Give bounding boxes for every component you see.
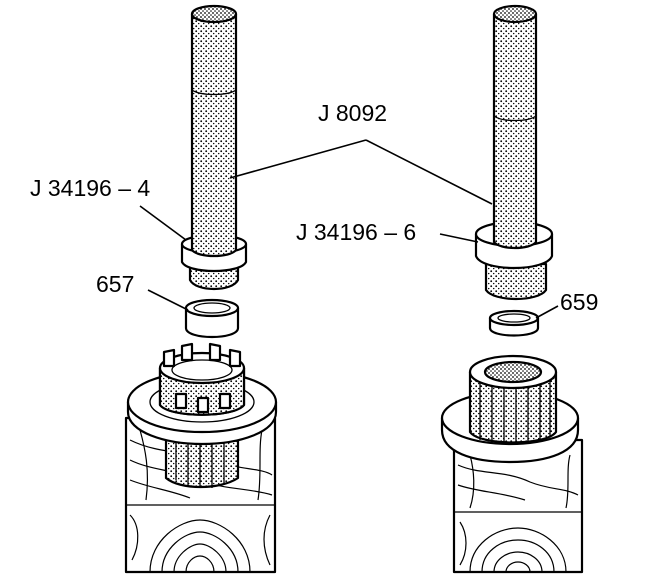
- leader-j34196-4: [139, 205, 187, 241]
- leader-j34196-6: [439, 233, 479, 243]
- callout-labels: J 8092 J 34196 – 4 J 34196 – 6 657 659: [30, 100, 598, 315]
- left-assembly: [124, 4, 278, 574]
- right-assembly: [440, 4, 584, 574]
- left-ring-657: [184, 298, 240, 338]
- leader-lines: [139, 139, 559, 319]
- label-j8092: J 8092: [318, 100, 387, 126]
- label-j34196-6: J 34196 – 6: [296, 219, 416, 245]
- left-castellated-hub: [158, 342, 246, 416]
- left-driver-handle: [190, 4, 238, 258]
- leader-j8092-left: [229, 139, 367, 179]
- leader-659: [535, 305, 559, 319]
- leader-657: [147, 289, 189, 311]
- right-ring-659: [488, 309, 540, 337]
- right-driver-handle: [492, 4, 538, 250]
- label-657: 657: [96, 271, 134, 297]
- label-659: 659: [560, 289, 598, 315]
- right-wood-block: [452, 438, 584, 574]
- leader-j8092-right: [365, 139, 493, 205]
- label-j34196-4: J 34196 – 4: [30, 175, 150, 201]
- right-splined-shaft: [468, 354, 558, 444]
